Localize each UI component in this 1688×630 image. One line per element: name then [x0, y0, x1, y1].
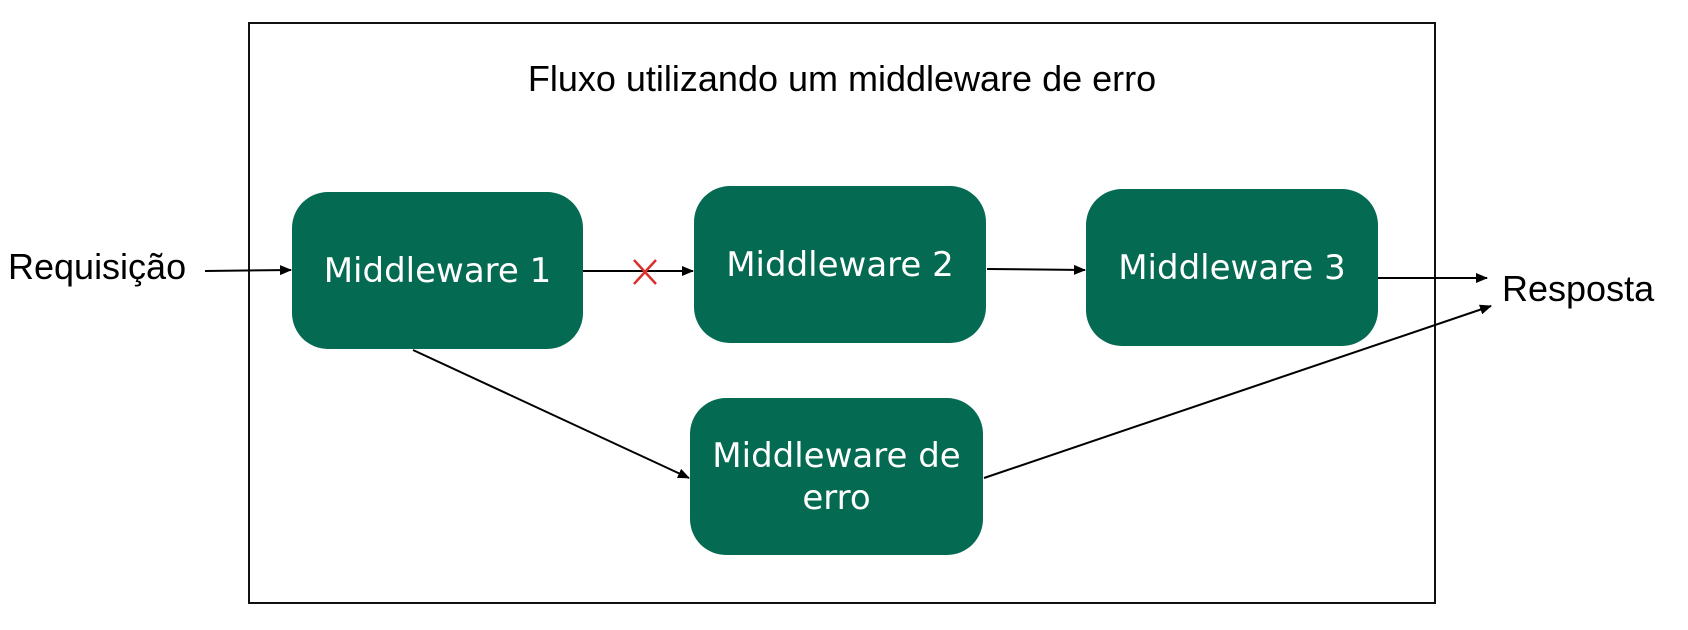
blocked-x-icon — [633, 259, 657, 285]
node-middleware-1: Middleware 1 — [292, 192, 583, 349]
output-label: Resposta — [1502, 268, 1655, 309]
edge-input-to-m1 — [204, 265, 292, 276]
input-label: Requisição — [8, 246, 187, 287]
diagram-title: Fluxo utilizando um middleware de erro — [527, 58, 1157, 99]
node-middleware-3: Middleware 3 — [1086, 189, 1378, 346]
node-middleware-erro: Middleware de erro — [690, 398, 983, 555]
node-middleware-2: Middleware 2 — [694, 186, 986, 343]
edge-m1-to-err — [412, 349, 690, 479]
edge-m2-to-m3 — [986, 264, 1086, 275]
diagram-frame — [248, 22, 1436, 604]
edge-err-to-output — [983, 304, 1492, 479]
